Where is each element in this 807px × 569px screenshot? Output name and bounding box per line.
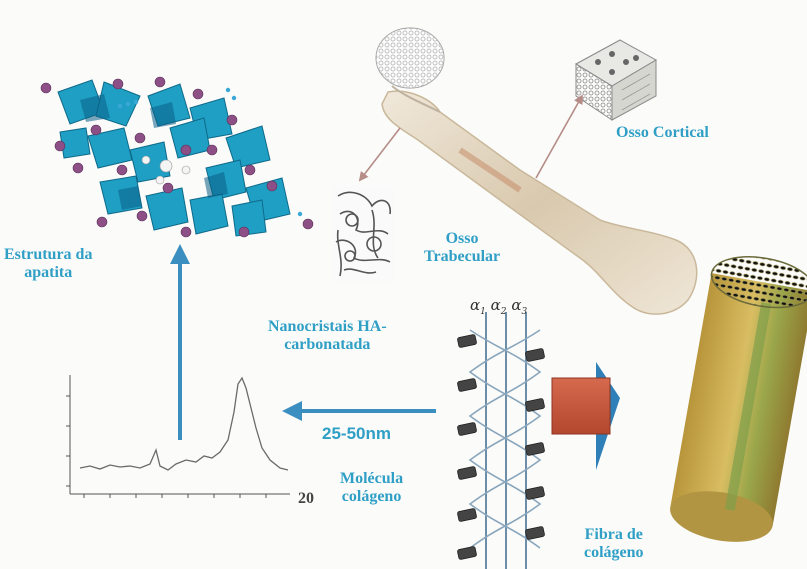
trabecular-bone-image: [332, 186, 394, 282]
block-arrow-to-fiber: [552, 362, 620, 470]
apatite-label-line1: Estrutura da: [4, 246, 92, 264]
apatite-label-line2: apatita: [4, 264, 92, 282]
cortical-label-text: Osso Cortical: [616, 124, 709, 142]
collagen-molecule-label: Molécula colágeno: [340, 470, 403, 507]
collagen-fiber-label: Fibra de colágeno: [584, 526, 644, 563]
molecule-label-line1: Molécula: [340, 470, 403, 488]
nanocrystals-label-line1: Nanocristais HA-: [268, 318, 387, 336]
alpha2-label: α2: [491, 296, 507, 314]
trabecular-bone-label: Osso Trabecular: [424, 230, 500, 267]
nanocrystals-label: Nanocristais HA- carbonatada: [268, 318, 387, 355]
trabecular-label-line1: Osso: [424, 230, 500, 248]
fiber-label-line1: Fibra de: [584, 526, 644, 544]
alpha-chain-labels: α1 α2 α3: [470, 296, 527, 317]
alpha3-label: α3: [511, 296, 527, 314]
collagen-triple-helix: [457, 312, 545, 569]
two-theta-label: 20: [298, 490, 314, 508]
cortical-bone-cube-image: [576, 40, 656, 120]
apatite-structure-label: Estrutura da apatita: [4, 246, 92, 283]
apatite-structure-image: [41, 77, 313, 237]
up-arrow: [170, 244, 190, 440]
molecule-label-line2: colágeno: [340, 488, 403, 506]
alpha1-label: α1: [470, 296, 486, 314]
fiber-label-line2: colágeno: [584, 544, 644, 562]
left-arrow: [282, 401, 436, 421]
trabecular-label-line2: Trabecular: [424, 248, 500, 266]
nanocrystals-label-line2: carbonatada: [268, 336, 387, 354]
cortical-bone-label: Osso Cortical: [616, 124, 709, 142]
size-range-label: 25-50nm: [322, 424, 391, 444]
